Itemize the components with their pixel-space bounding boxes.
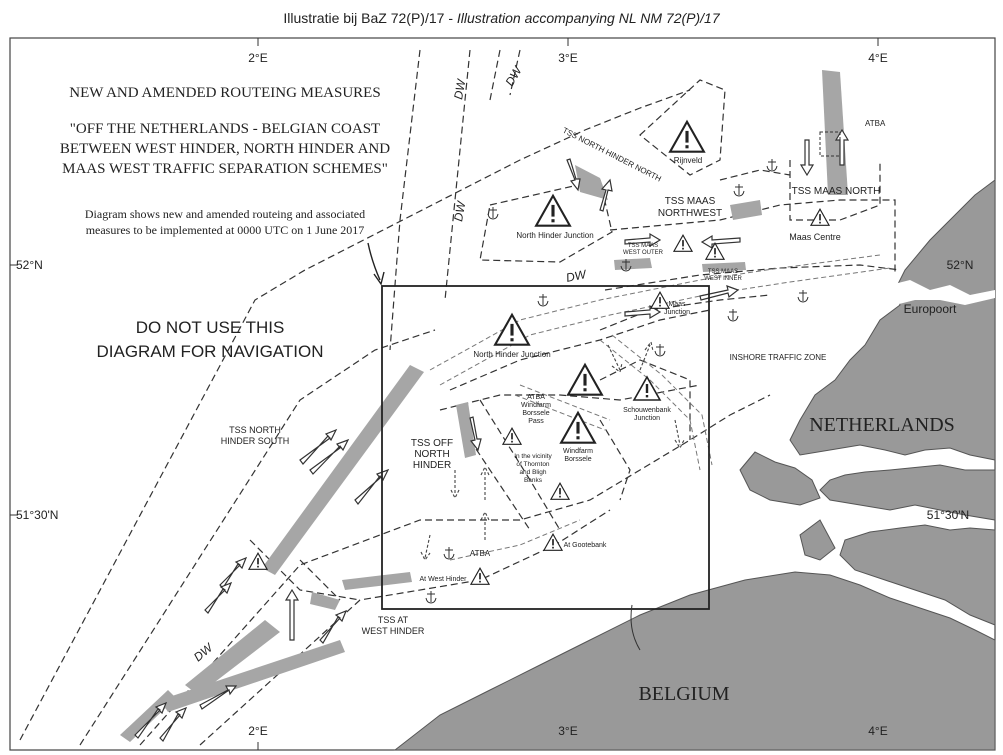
label-thornton-3: and Bligh xyxy=(519,469,546,476)
label-thornton-2: of Thornton xyxy=(516,461,550,468)
label-maas-junction-2: Junction xyxy=(664,309,690,316)
note-pointer xyxy=(367,242,381,281)
note-pointer-head xyxy=(373,271,385,286)
land-netherlands xyxy=(739,179,996,626)
label-at-goote-bank: At Gootebank xyxy=(564,542,607,549)
note-line-1: Diagram shows new and amended routeing a… xyxy=(85,207,365,221)
label-tss-maas-nw-2: NORTHWEST xyxy=(658,208,722,219)
warning-line-2: DIAGRAM FOR NAVIGATION xyxy=(97,342,324,361)
label-north-hinder-junction-1: North Hinder Junction xyxy=(516,231,593,240)
warning-line-1: DO NOT USE THIS xyxy=(136,318,285,337)
lat-left-52n: 52°N xyxy=(16,258,43,272)
label-inshore-traffic-zone: INSHORE TRAFFIC ZONE xyxy=(730,353,827,362)
label-tss-off-nh-1: TSS OFF xyxy=(411,438,453,449)
title-line-4: MAAS WEST TRAFFIC SEPARATION SCHEMES" xyxy=(62,161,388,177)
dw-label-4: DW xyxy=(565,267,589,285)
label-atba-windfarm-4: Pass xyxy=(528,418,544,425)
focus-rectangle xyxy=(381,285,710,610)
country-netherlands: NETHERLANDS xyxy=(809,414,955,436)
lon-bottom-2e: 2°E xyxy=(248,724,267,738)
title-line-3: BETWEEN WEST HINDER, NORTH HINDER AND xyxy=(60,141,390,157)
lat-left-5130n: 51°30'N xyxy=(16,508,58,522)
dw-label-3: DW xyxy=(451,199,469,223)
label-tss-maas-west-inner-1: TSS MAAS xyxy=(708,269,738,275)
label-schouwenbank-1: Schouwenbank xyxy=(623,407,671,414)
country-belgium: BELGIUM xyxy=(638,683,729,705)
label-tss-maas-west-outer-2: WEST OUTER xyxy=(623,250,664,256)
lat-right-5130n: 51°30'N xyxy=(927,508,969,522)
lon-top-2e: 2°E xyxy=(248,51,267,65)
label-tss-maas-west-outer-1: TSS MAAS xyxy=(628,243,658,249)
label-windfarm-borssele-2: Borssele xyxy=(564,456,591,463)
dw-label-1: DW xyxy=(451,77,469,101)
label-tss-maas-west-inner-2: WEST INNER xyxy=(704,276,742,282)
label-tss-maas-north: TSS MAAS NORTH xyxy=(792,186,881,197)
label-schouwenbank-2: Junction xyxy=(634,415,660,422)
label-maas-junction-1: Maas xyxy=(668,301,686,308)
title-line-1: NEW AND AMENDED ROUTEING MEASURES xyxy=(69,85,380,101)
title-line-2: "OFF THE NETHERLANDS - BELGIAN COAST xyxy=(70,121,380,137)
label-tss-maas-nw-1: TSS MAAS xyxy=(665,196,716,207)
header-caption: Illustratie bij BaZ 72(P)/17 - Illustrat… xyxy=(0,10,1003,26)
belgium-leader xyxy=(630,604,641,651)
note-line-2: measures to be implemented at 0000 UTC o… xyxy=(86,223,365,237)
label-thornton-1: In the vicinity xyxy=(514,453,552,460)
label-atba-north: ATBA xyxy=(865,119,886,128)
lat-right-52n: 52°N xyxy=(947,258,974,272)
estuaries xyxy=(870,275,995,305)
label-windfarm-borssele-1: Windfarm xyxy=(563,448,593,455)
header-dutch: Illustratie bij BaZ 72(P)/17 - xyxy=(283,10,457,26)
header-english: Illustration accompanying NL NM 72(P)/17 xyxy=(456,10,720,26)
place-europoort: Europoort xyxy=(904,302,957,316)
label-tss-nh-south-1: TSS NORTH xyxy=(229,425,281,435)
atba-box-north xyxy=(819,131,841,157)
lon-bottom-4e: 4°E xyxy=(868,724,887,738)
label-thornton-4: Banks xyxy=(524,477,543,484)
label-tss-off-nh-2: NORTH xyxy=(414,449,449,460)
traffic-arrows xyxy=(134,128,850,742)
lon-top-3e: 3°E xyxy=(558,51,577,65)
label-tss-nh-south-2: HINDER SOUTH xyxy=(221,436,290,446)
label-tss-off-nh-3: HINDER xyxy=(413,460,451,471)
label-atba-windfarm-2: Windfarm xyxy=(521,402,551,409)
label-maas-centre: Maas Centre xyxy=(789,232,841,242)
label-at-west-hinder: At West Hinder xyxy=(420,576,468,583)
label-tss-at-wh-1: TSS AT xyxy=(378,615,409,625)
label-atba-windfarm-3: Borssele xyxy=(522,410,549,417)
label-atba-windfarm-1: ATBA xyxy=(527,394,545,401)
label-tss-at-wh-2: WEST HINDER xyxy=(362,626,425,636)
label-atba-south: ATBA xyxy=(470,549,491,558)
label-north-hinder-junction-2: North Hinder Junction xyxy=(473,350,550,359)
land-belgium xyxy=(393,571,996,751)
lon-top-4e: 4°E xyxy=(868,51,887,65)
small-arrows xyxy=(420,340,685,562)
label-rijnveld: Rijnveld xyxy=(674,156,702,165)
lon-bottom-3e: 3°E xyxy=(558,724,577,738)
